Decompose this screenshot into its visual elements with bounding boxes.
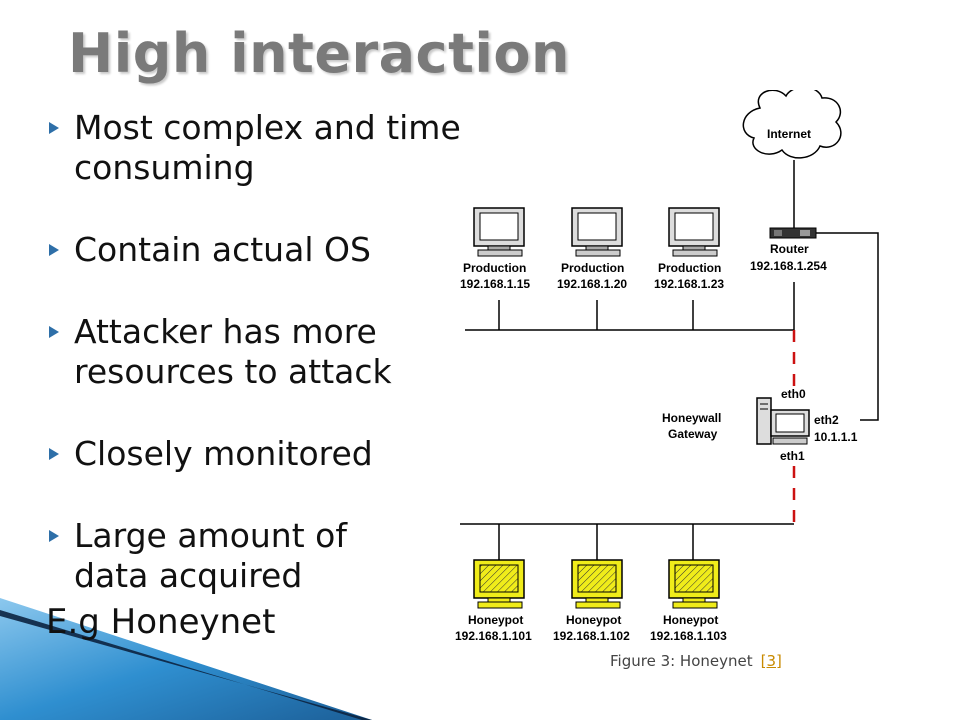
production-ip: 192.168.1.23 [654, 277, 724, 291]
honeypot-ip: 192.168.1.103 [650, 629, 727, 643]
bullet-item: Attacker has more resources to attack [48, 312, 468, 392]
production-computer-icon [473, 207, 525, 257]
figure-caption: Figure 3: Honeynet [3] [610, 652, 782, 670]
production-computer-icon [668, 207, 720, 257]
bullet-item: Contain actual OS [48, 230, 468, 270]
bullet-text: Large amount of data acquired [74, 516, 347, 595]
bullet-item: Closely monitored [48, 434, 468, 474]
router-ip: 192.168.1.254 [750, 259, 827, 273]
production-name: Production [658, 261, 721, 275]
triangle-bullet-icon [48, 230, 74, 270]
honeypot-computer-icon [571, 559, 623, 609]
bullet-item: Large amount of data acquired [48, 516, 468, 596]
production-name: Production [463, 261, 526, 275]
honeywall-gateway-icon [756, 397, 810, 445]
caption-text: Figure 3: Honeynet [610, 652, 753, 670]
bullet-text: Closely monitored [74, 434, 373, 473]
triangle-bullet-icon [48, 108, 74, 148]
honeywall-name-line2: Gateway [668, 427, 718, 441]
honeywall-name-line1: Honeywall [662, 411, 721, 425]
honeypot-computer-icon [668, 559, 720, 609]
router-icon [769, 227, 817, 239]
bullet-text: Most complex and time consuming [74, 108, 461, 187]
production-computer-icon [571, 207, 623, 257]
router-name: Router [770, 242, 809, 256]
internet-label: Internet [767, 127, 811, 141]
triangle-bullet-icon [48, 312, 74, 352]
honeypot-ip: 192.168.1.102 [553, 629, 630, 643]
production-ip: 192.168.1.20 [557, 277, 627, 291]
bullet-text: Attacker has more resources to attack [74, 312, 392, 391]
bullet-text: Contain actual OS [74, 230, 371, 269]
production-ip: 192.168.1.15 [460, 277, 530, 291]
bullet-item: Most complex and time consuming [48, 108, 468, 188]
eth0-label: eth0 [781, 387, 806, 401]
internet-cloud-icon [742, 90, 842, 159]
eth2-ip: 10.1.1.1 [814, 430, 858, 444]
honeypot-name: Honeypot [468, 613, 523, 627]
eth1-label: eth1 [780, 449, 805, 463]
honeypot-ip: 192.168.1.101 [455, 629, 532, 643]
honeypot-name: Honeypot [566, 613, 621, 627]
eth2-label: eth2 [814, 413, 839, 427]
honeypot-name: Honeypot [663, 613, 718, 627]
triangle-bullet-icon [48, 434, 74, 474]
honeynet-diagram: Internet Router 192.168.1.254 Production… [455, 90, 879, 643]
bullet-list: Most complex and time consuming Contain … [48, 108, 468, 638]
example-text: E.g Honeynet [46, 602, 276, 642]
reference-link[interactable]: [3] [760, 652, 782, 670]
slide-title: High interaction [68, 22, 570, 85]
triangle-bullet-icon [48, 516, 74, 556]
honeypot-computer-icon [473, 559, 525, 609]
production-name: Production [561, 261, 624, 275]
